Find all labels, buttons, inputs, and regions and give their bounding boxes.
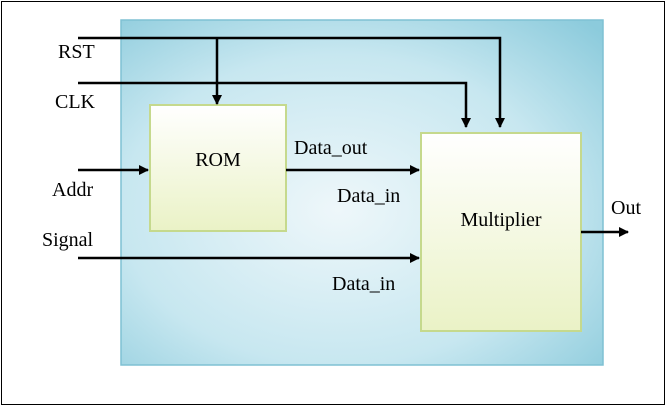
multiplier-label: Multiplier bbox=[460, 209, 541, 231]
rom-data-out-label: Data_out bbox=[294, 137, 368, 159]
out-label: Out bbox=[611, 197, 641, 219]
multiplier-data-in-top-label: Data_in bbox=[337, 185, 400, 207]
addr-label: Addr bbox=[52, 179, 93, 201]
multiplier-data-in-bottom-label: Data_in bbox=[332, 273, 395, 295]
clk-wire bbox=[78, 81, 471, 128]
clk-label: CLK bbox=[55, 91, 96, 113]
rom-block bbox=[149, 104, 287, 232]
multiplier-block bbox=[420, 132, 582, 332]
rom-label: ROM bbox=[195, 149, 241, 171]
rst-wire bbox=[78, 36, 505, 128]
rst-label: RST bbox=[58, 41, 95, 63]
signal-label: Signal bbox=[42, 229, 94, 251]
